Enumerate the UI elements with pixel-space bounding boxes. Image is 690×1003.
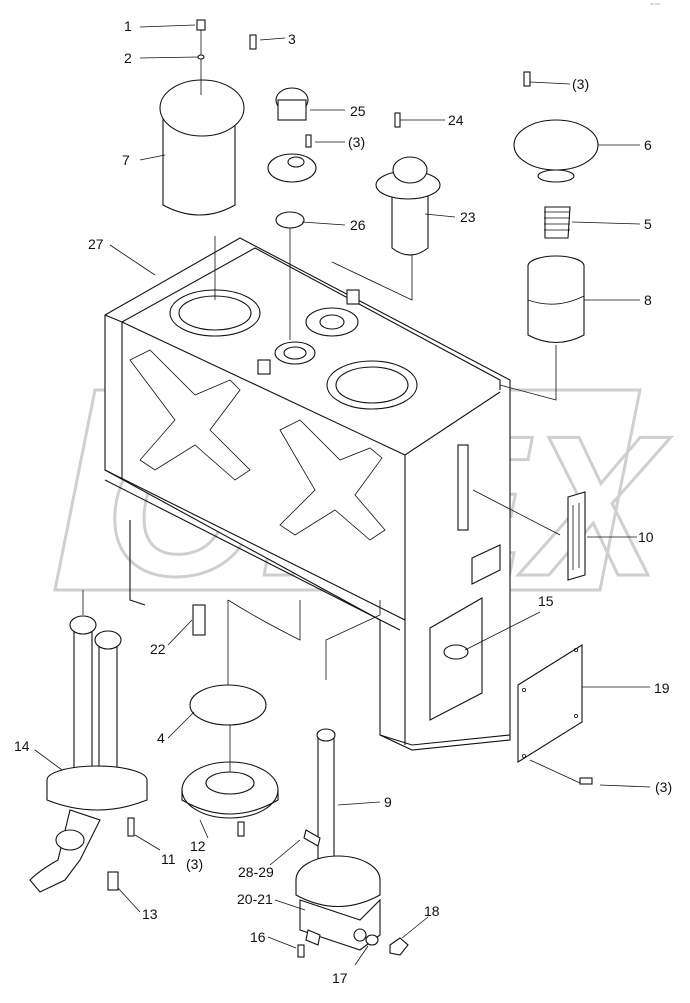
strainer-23 <box>331 112 441 301</box>
callout-13: 13 <box>142 906 158 922</box>
tank-body <box>104 237 511 751</box>
callout-3: 3 <box>288 31 296 47</box>
corner-mark: ᵒᵖ ˣˣˣ <box>650 2 661 8</box>
callout-15: 15 <box>538 593 554 609</box>
suction-pipe-14 <box>29 590 206 893</box>
callout-19: 19 <box>654 680 670 696</box>
callout-22: 22 <box>150 641 166 657</box>
callout-3-ref-c: (3) <box>655 779 673 795</box>
callout-7: 7 <box>122 152 130 168</box>
cover-19 <box>517 644 593 785</box>
callout-28-29: 28-29 <box>238 864 274 880</box>
callout-25: 25 <box>350 103 366 119</box>
callout-3-ref-d: (3) <box>186 856 204 872</box>
callout-23: 23 <box>460 209 476 225</box>
callout-26: 26 <box>350 217 366 233</box>
callout-12: 12 <box>190 838 206 854</box>
return-filter-group <box>499 71 599 401</box>
callout-3-ref-a: (3) <box>572 76 590 92</box>
gasket-4 <box>189 599 301 726</box>
leader-lines <box>34 24 651 966</box>
callout-6: 6 <box>644 137 652 153</box>
callout-14: 14 <box>14 738 30 754</box>
breather-cap-25 <box>249 34 317 340</box>
callout-16: 16 <box>250 929 266 945</box>
callout-17: 17 <box>332 970 348 986</box>
callout-2: 2 <box>124 50 132 66</box>
callout-11: 11 <box>161 851 176 867</box>
return-pipe-9 <box>295 600 409 958</box>
callout-20-21: 20-21 <box>237 891 273 907</box>
callout-9: 9 <box>384 794 392 810</box>
level-gauge-10 <box>472 489 586 581</box>
filter-housing-7 <box>159 19 245 300</box>
callout-8: 8 <box>644 292 652 308</box>
callout-24: 24 <box>448 112 464 128</box>
callout-4: 4 <box>157 730 165 746</box>
callout-1: 1 <box>124 18 132 34</box>
callout-18: 18 <box>424 903 440 919</box>
flange-12 <box>181 725 279 837</box>
callout-10: 10 <box>638 529 654 545</box>
callout-27: 27 <box>88 236 104 252</box>
callout-3-ref-b: (3) <box>348 134 366 150</box>
callout-5: 5 <box>644 216 652 232</box>
